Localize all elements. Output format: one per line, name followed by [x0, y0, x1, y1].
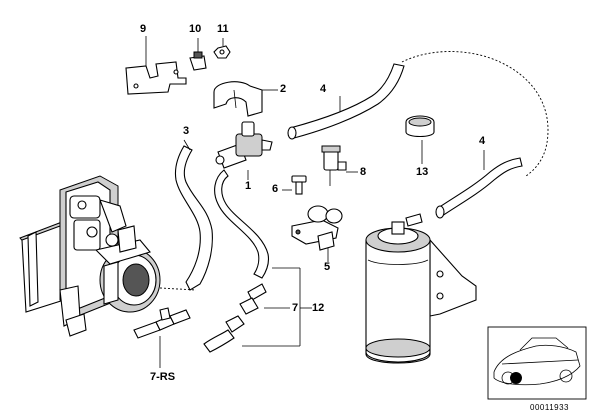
grommet-icon — [189, 38, 207, 71]
callout-1: 1 — [245, 180, 252, 192]
callout-10: 10 — [189, 23, 202, 35]
hose-icon — [174, 139, 213, 291]
tee-connector-icon — [133, 307, 191, 368]
hose-icon — [435, 150, 523, 219]
callout-3: 3 — [183, 125, 190, 137]
callout-7: 7 — [292, 302, 299, 314]
throttle-body-icon — [19, 175, 197, 337]
callout-6: 6 — [272, 183, 279, 195]
callout-9: 9 — [140, 23, 147, 35]
connector-icon — [203, 267, 312, 353]
bolt-icon — [282, 175, 307, 195]
callout-5: 5 — [324, 261, 331, 273]
callout-2: 2 — [280, 83, 287, 95]
clamp-icon — [291, 205, 343, 262]
holder-icon — [213, 81, 278, 117]
callout-8: 8 — [360, 166, 367, 178]
callout-13: 13 — [416, 166, 429, 178]
callout-11: 11 — [217, 23, 229, 35]
sensor-icon — [321, 145, 358, 186]
bracket-icon — [125, 36, 187, 95]
diagram-part-code: 00011933 — [530, 403, 569, 412]
callout-4-lower: 4 — [479, 135, 486, 147]
callout-4-upper: 4 — [320, 83, 327, 95]
hose-icon — [214, 169, 270, 279]
car-inset-icon — [487, 326, 587, 400]
hose-icon — [287, 63, 405, 140]
callout-7-rs: 7-RS — [150, 371, 176, 383]
callout-12: 12 — [312, 302, 325, 314]
valve-icon — [215, 121, 273, 180]
cap-icon — [405, 115, 435, 164]
canister-icon — [365, 213, 477, 364]
nut-icon — [213, 38, 231, 59]
